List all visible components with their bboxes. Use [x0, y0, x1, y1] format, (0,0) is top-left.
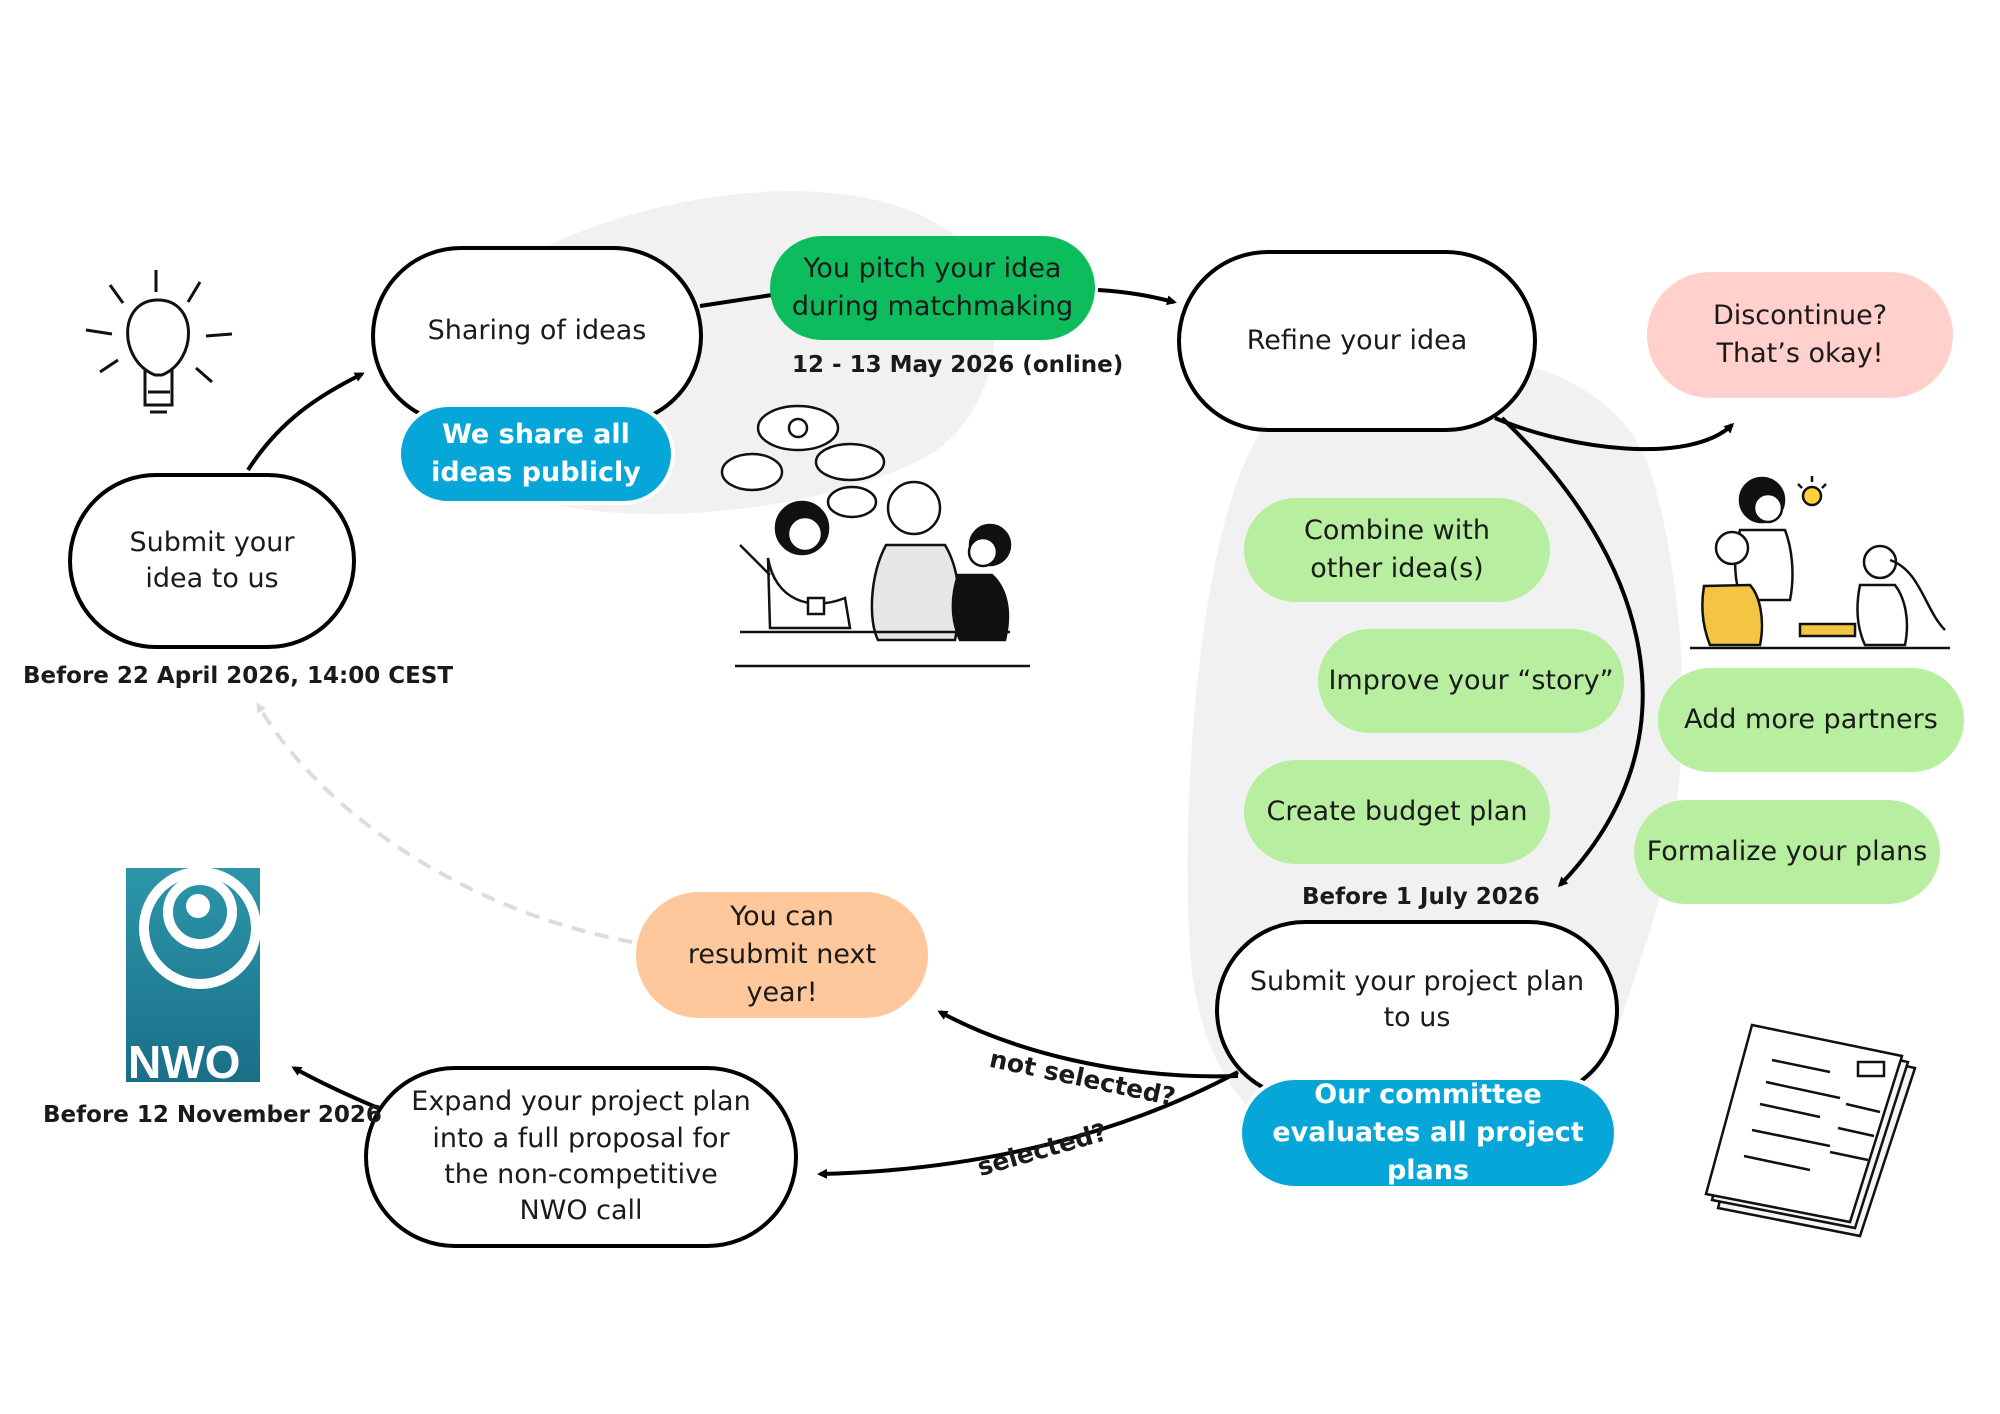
pitch-label: You pitch your idea during matchmaking — [791, 253, 1074, 322]
arrow-submit-to-sharing — [246, 372, 365, 472]
partners-label: Add more partners — [1684, 704, 1938, 736]
combine-node: Combine with other idea(s) — [1244, 498, 1550, 602]
submit-plan-label: Submit your project plan to us — [1249, 965, 1585, 1033]
committee-badge: Our committee evaluates all project plan… — [1238, 1076, 1618, 1190]
share-public-label: We share all ideas publicly — [431, 419, 641, 488]
arrow-selected — [817, 1070, 1239, 1179]
refine-node: Refine your idea — [1177, 250, 1537, 432]
resubmit-label: You can resubmit next year! — [687, 901, 877, 1008]
submit-idea-label: Submit your idea to us — [129, 526, 295, 594]
date-project-plan: Before 1 July 2026 — [1302, 884, 1540, 910]
arrow-pitch-to-refine — [1097, 288, 1177, 306]
expand-node: Expand your project plan into a full pro… — [364, 1066, 798, 1248]
expand-label: Expand your project plan into a full pro… — [411, 1086, 751, 1227]
date-submit-idea: Before 22 April 2026, 14:00 CEST — [23, 663, 454, 689]
budget-node: Create budget plan — [1244, 760, 1550, 864]
combine-label: Combine with other idea(s) — [1304, 515, 1490, 584]
submit-plan-node: Submit your project plan to us — [1215, 920, 1619, 1100]
arrow-refine-to-submit-plan — [1500, 416, 1645, 888]
line-sharing-to-pitch — [699, 293, 773, 308]
budget-label: Create budget plan — [1266, 796, 1528, 828]
sharing-node: Sharing of ideas — [371, 246, 703, 426]
pitch-node: You pitch your idea during matchmaking — [770, 236, 1095, 340]
documents-illustration — [1704, 1023, 1917, 1238]
improve-story-label: Improve your “story” — [1328, 665, 1614, 697]
discontinue-node: Discontinue? That’s okay! — [1647, 272, 1953, 398]
committee-label: Our committee evaluates all project plan… — [1272, 1079, 1584, 1186]
share-public-badge: We share all ideas publicly — [397, 403, 675, 505]
resubmit-node: You can resubmit next year! — [636, 892, 928, 1018]
refine-label: Refine your idea — [1246, 324, 1468, 356]
dashed-arrow-resubmit — [256, 702, 633, 944]
sharing-label: Sharing of ideas — [427, 314, 647, 346]
arrow-full-proposal-to-logo — [291, 1066, 379, 1110]
improve-story-node: Improve your “story” — [1318, 629, 1624, 733]
lightbulb-icon — [85, 270, 233, 414]
submit-idea-node: Submit your idea to us — [68, 473, 356, 649]
date-matchmaking: 12 - 13 May 2026 (online) — [792, 352, 1124, 378]
date-full-proposal: Before 12 November 2026 — [43, 1102, 382, 1128]
team-brainstorm-illustration — [1690, 476, 1950, 650]
formalize-label: Formalize your plans — [1646, 836, 1928, 868]
discontinue-label: Discontinue? That’s okay! — [1712, 300, 1888, 369]
nwo-logo-text: NWO — [128, 1036, 240, 1088]
arrow-not-selected — [937, 1010, 1239, 1079]
people-talking-illustration — [720, 404, 1030, 668]
formalize-node: Formalize your plans — [1634, 800, 1940, 904]
partners-node: Add more partners — [1658, 668, 1964, 772]
arrow-refine-to-discontinue — [1494, 416, 1735, 452]
